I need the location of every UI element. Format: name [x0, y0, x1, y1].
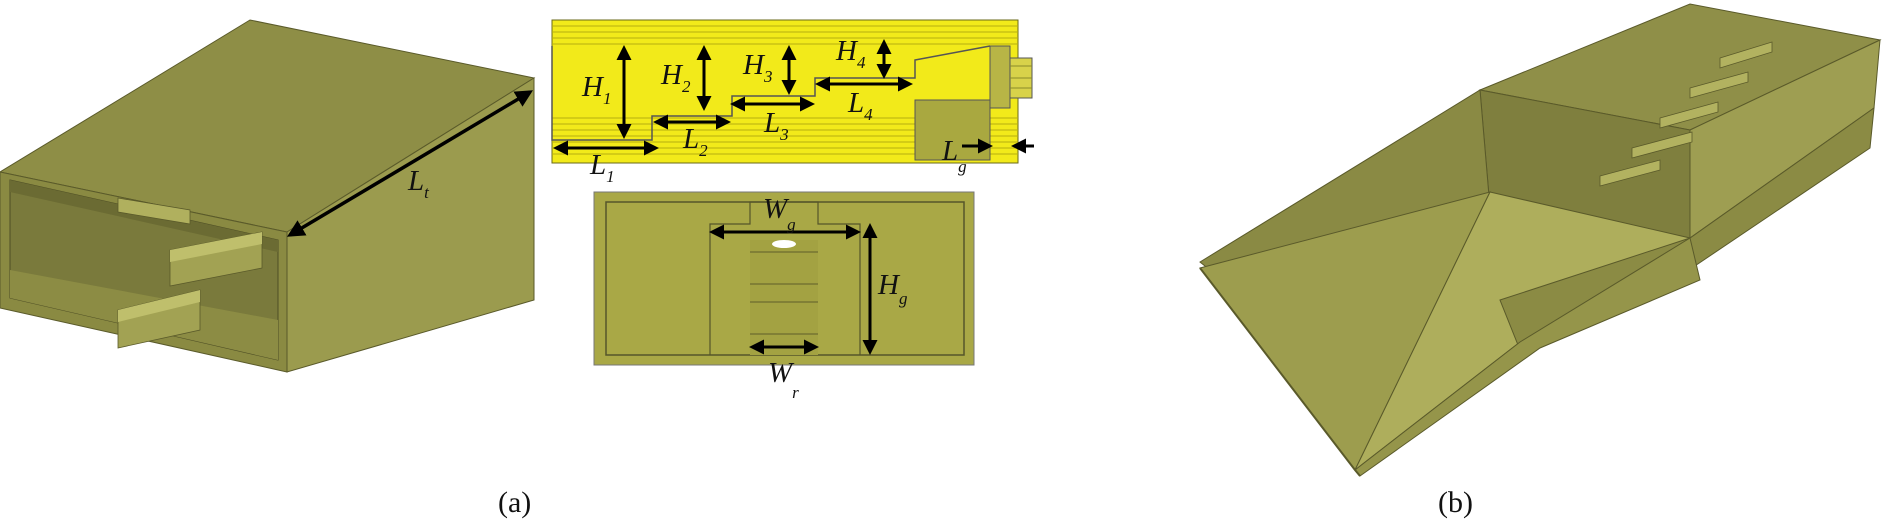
front-view: Wg Hg Wr	[593, 191, 975, 402]
waveguide-3d-view: Lt	[0, 19, 536, 373]
label-h2: H2	[660, 59, 691, 96]
label-l4: L4	[847, 87, 873, 124]
ridge-steps-3d	[117, 197, 263, 349]
horn-antenna-3d-view	[1199, 3, 1882, 477]
label-hg: Hg	[877, 269, 907, 308]
label-wr: Wr	[768, 357, 799, 402]
label-l3: L3	[763, 107, 789, 144]
ridge-steps-horn	[1599, 41, 1773, 187]
label-lt: Lt	[407, 165, 430, 202]
label-h1: H1	[581, 71, 611, 108]
lt-dimension-arrow	[286, 90, 534, 237]
label-wg: Wg	[763, 193, 796, 234]
label-h4: H4	[835, 35, 866, 72]
label-h3: H3	[742, 49, 772, 86]
label-l2: L2	[682, 123, 708, 160]
label-lg: Lg	[941, 135, 967, 176]
caption-a: (a)	[498, 486, 531, 519]
side-section-view: H1 H2 H3 H4 L1 L2 L3 L4 Lg	[551, 19, 1034, 186]
caption-b: (b)	[1438, 486, 1473, 519]
label-l1: L1	[589, 149, 615, 186]
